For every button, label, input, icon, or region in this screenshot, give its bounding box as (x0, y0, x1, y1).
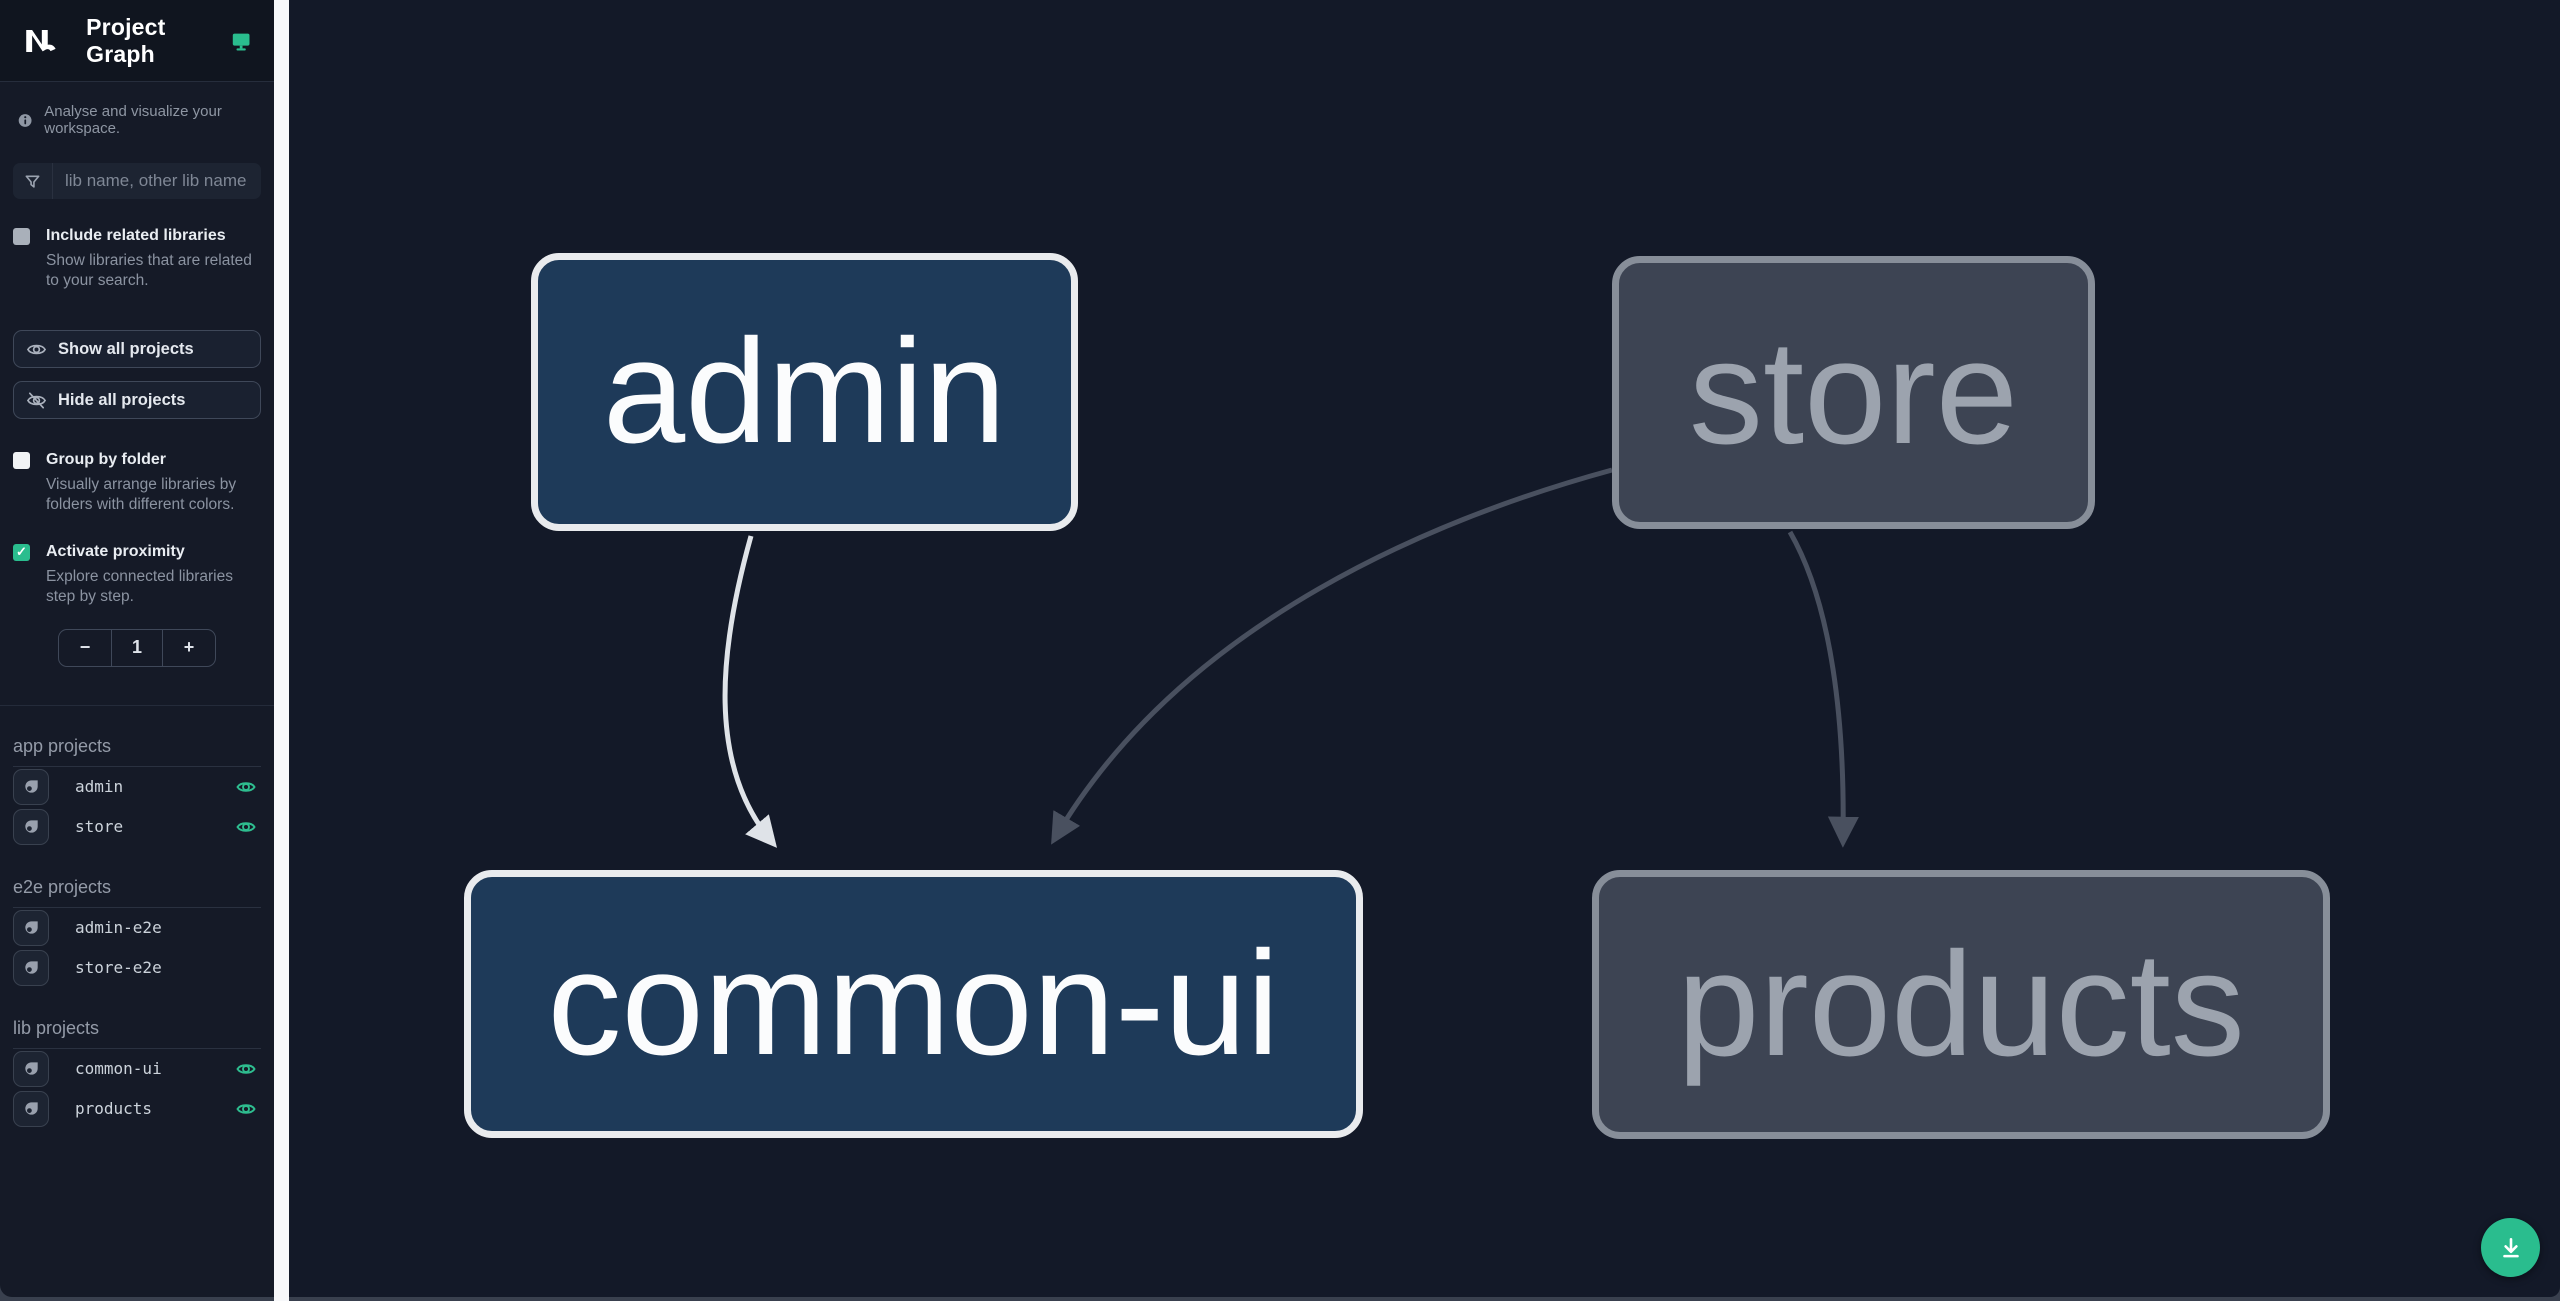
node-store-label: store (1688, 309, 2019, 475)
toggle-visibility-eye-icon[interactable] (233, 774, 259, 800)
section-heading-lib-projects: lib projects (13, 1018, 261, 1049)
toggle-visibility-eye-icon[interactable] (233, 1056, 259, 1082)
monitor-icon[interactable] (230, 29, 252, 53)
edge-admin-common-ui[interactable] (722, 535, 777, 848)
project-name: admin (75, 777, 124, 797)
project-name: admin-e2e (75, 918, 162, 938)
project-focus-icon (24, 1102, 38, 1116)
toggle-visibility-eye-icon[interactable] (233, 1096, 259, 1122)
focus-project-button[interactable] (13, 768, 49, 805)
project-focus-icon (24, 1062, 38, 1076)
project-name: common-ui (75, 1059, 162, 1079)
workspace-tagline-row: Analyse and visualize your workspace. (0, 103, 274, 137)
show-all-projects-label: Show all projects (58, 339, 194, 358)
focus-project-button[interactable] (13, 909, 49, 946)
proximity-label: Activate proximity (46, 542, 185, 560)
graph-edges (722, 467, 1859, 848)
download-image-button[interactable] (2481, 1218, 2540, 1277)
node-products[interactable]: products (1592, 870, 2330, 1139)
project-row-products: products (13, 1089, 261, 1129)
toggle-visibility-eye-icon[interactable] (233, 814, 259, 840)
group-by-folder-description: Visually arrange libraries by folders wi… (46, 476, 237, 514)
project-row-admin: admin (13, 767, 261, 807)
edge-store-common-ui[interactable] (1051, 467, 1613, 845)
edge-store-products[interactable] (1787, 530, 1859, 848)
proximity-decrement-button[interactable]: − (79, 637, 91, 658)
project-filter (13, 163, 261, 199)
app-title: Project Graph (86, 13, 166, 67)
node-common-ui-label: common-ui (547, 921, 1280, 1086)
sidebar: Project Graph Analyse and visualize your… (0, 0, 274, 1297)
node-admin[interactable]: admin (531, 253, 1078, 531)
node-store[interactable]: store (1612, 256, 2095, 529)
sidebar-divider (0, 704, 274, 706)
filter-funnel-icon (13, 163, 53, 199)
proximity-increment-button[interactable]: + (183, 637, 195, 658)
hide-all-projects-label: Hide all projects (58, 390, 186, 409)
download-icon (2502, 1237, 2519, 1257)
group-by-folder-block: Group by folder Visually arrange librari… (0, 450, 274, 515)
project-name: products (75, 1099, 153, 1119)
sidebar-header: Project Graph (0, 0, 274, 82)
focus-project-button[interactable] (13, 949, 49, 986)
filter-input[interactable] (53, 163, 261, 199)
focus-project-button[interactable] (13, 808, 49, 845)
include-related-description: Show libraries that are related to your … (46, 252, 252, 290)
project-name: store (75, 817, 124, 837)
sidebar-resizer-handle[interactable] (274, 0, 289, 1301)
proximity-depth-value: 1 (111, 629, 163, 666)
focus-project-button[interactable] (13, 1050, 49, 1087)
node-products-label: products (1677, 921, 2245, 1087)
proximity-description: Explore connected libraries step by step… (46, 567, 233, 605)
node-admin-label: admin (602, 309, 1007, 474)
proximity-block: ✓ Activate proximity Explore connected l… (0, 542, 274, 607)
project-focus-icon (24, 921, 38, 935)
workspace-tagline: Analyse and visualize your workspace. (44, 103, 222, 137)
eye-off-icon (26, 392, 47, 409)
hide-all-projects-button[interactable]: Hide all projects (13, 381, 261, 420)
show-all-projects-button[interactable]: Show all projects (13, 330, 261, 369)
info-icon (18, 113, 32, 127)
group-by-folder-checkbox[interactable] (13, 452, 30, 470)
graph-canvas[interactable]: admin store common-ui products (289, 0, 2560, 1297)
project-row-admin-e2e: admin-e2e (13, 908, 261, 948)
section-heading-app-projects: app projects (13, 736, 261, 767)
eye-icon (26, 344, 47, 355)
project-focus-icon (24, 961, 38, 975)
project-focus-icon (24, 820, 38, 834)
include-related-checkbox[interactable] (13, 228, 30, 245)
project-name: store-e2e (75, 958, 162, 978)
nx-logo-icon (26, 29, 56, 52)
proximity-depth-stepper: − 1 + (58, 628, 216, 667)
include-related-label: Include related libraries (46, 227, 226, 244)
section-heading-e2e-projects: e2e projects (13, 877, 261, 908)
project-focus-icon (24, 780, 38, 794)
group-by-folder-label: Group by folder (46, 451, 166, 469)
project-row-common-ui: common-ui (13, 1049, 261, 1089)
focus-project-button[interactable] (13, 1090, 49, 1127)
project-row-store-e2e: store-e2e (13, 948, 261, 988)
node-common-ui[interactable]: common-ui (464, 870, 1363, 1138)
include-related-block: Include related libraries Show libraries… (0, 226, 274, 291)
proximity-checkbox[interactable]: ✓ (13, 543, 30, 561)
project-row-store: store (13, 807, 261, 847)
